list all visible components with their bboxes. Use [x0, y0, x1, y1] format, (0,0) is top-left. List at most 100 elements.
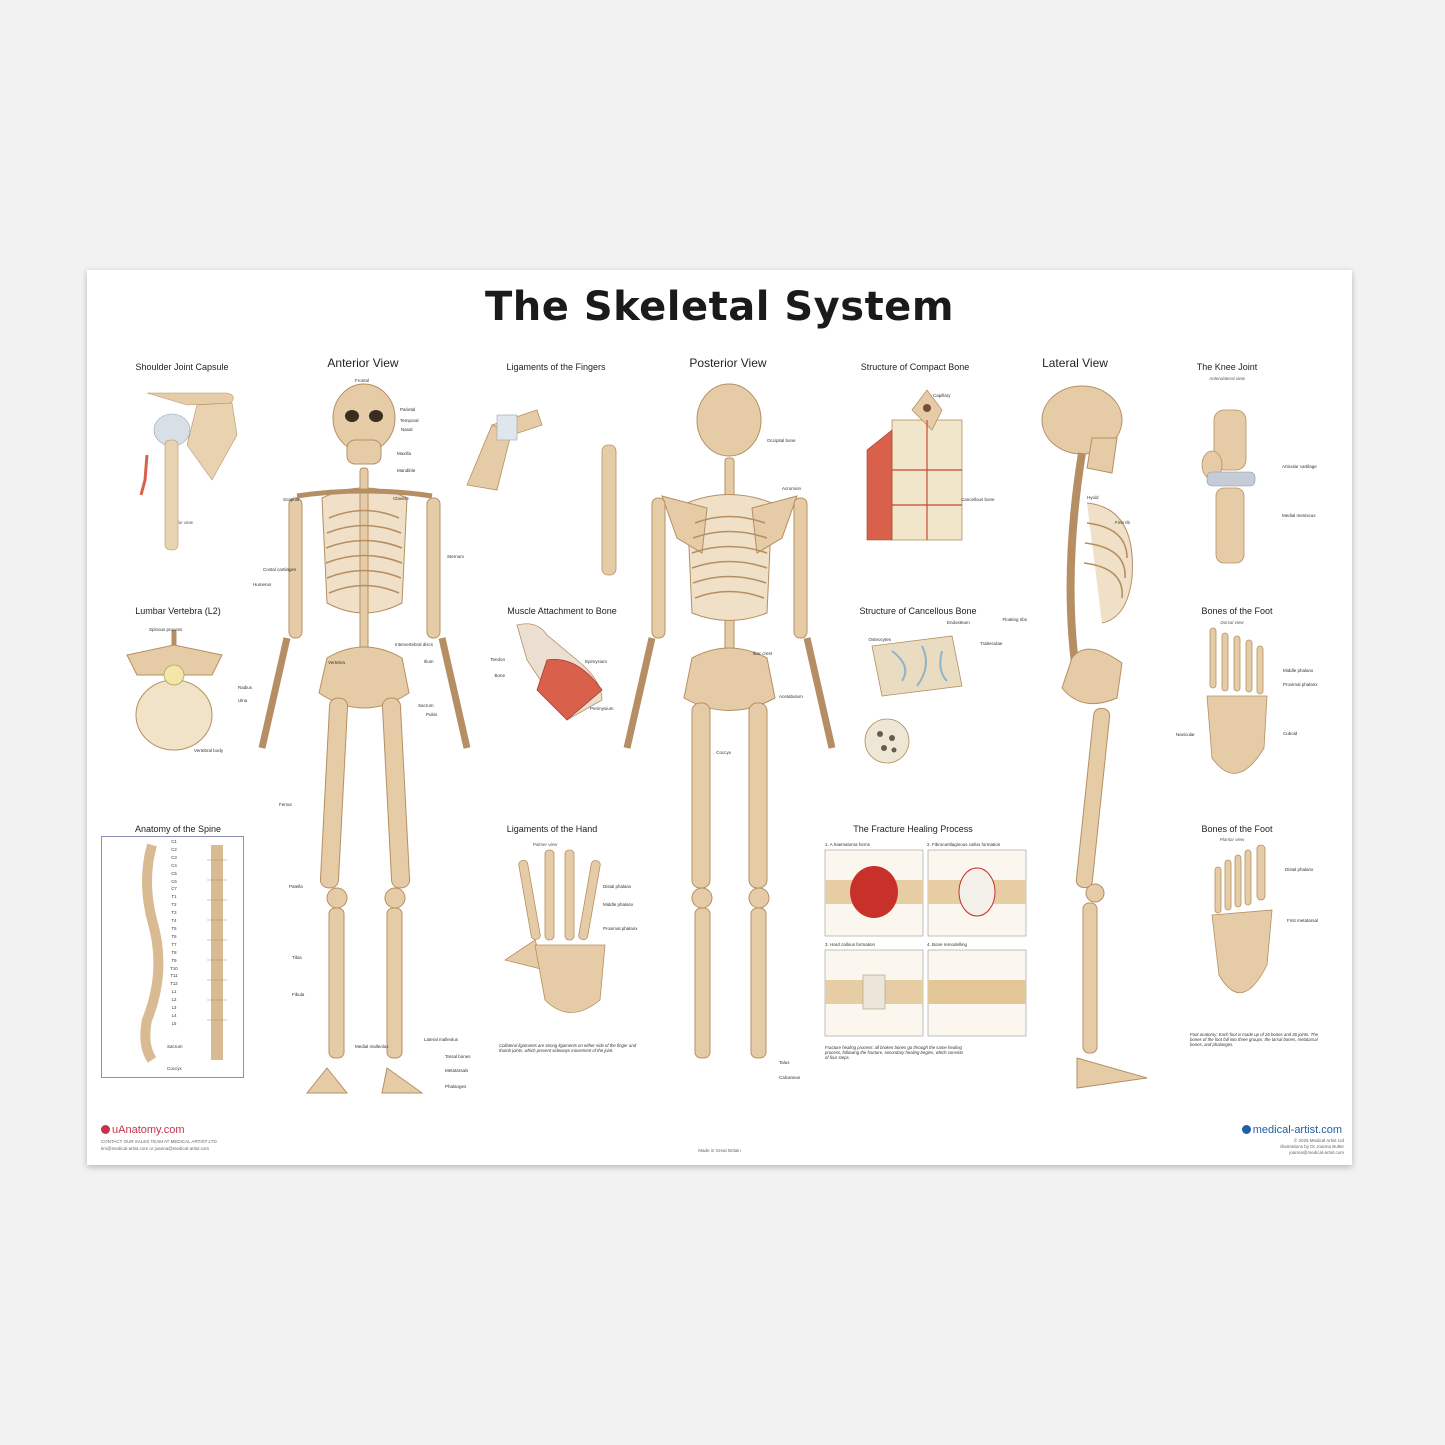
anterior-skeleton-illustration	[258, 383, 471, 1094]
panel-title-shoulder: Shoulder Joint Capsule	[135, 362, 229, 372]
label-humerus: Humerus	[253, 582, 272, 587]
label-talus: Talus	[779, 1060, 790, 1065]
label-maxilla: Maxilla	[397, 451, 412, 456]
spine-level: C6	[171, 878, 177, 884]
label-distal-phalanx-foot: Distal phalanx	[1285, 867, 1314, 872]
panel-title-lateral: Lateral View	[1042, 356, 1108, 370]
spine-level: T6	[171, 933, 177, 939]
panel-title-fracture: The Fracture Healing Process	[853, 824, 973, 834]
panel-title-foot-plantar: Bones of the Foot	[1201, 824, 1273, 834]
footer-right-line3: joanna@medical-artist.com	[1289, 1150, 1344, 1155]
foot-plantar-illustration	[1211, 844, 1273, 993]
label-clavicle: Clavicle	[393, 496, 409, 501]
spine-level: C1	[171, 839, 177, 844]
knee-joint-illustration	[1201, 409, 1256, 564]
spine-level: L5	[171, 1020, 177, 1026]
label-radius: Radius	[238, 685, 253, 690]
foot-dorsal-illustration	[1206, 627, 1268, 774]
panel-title-cancellous: Structure of Cancellous Bone	[859, 606, 977, 616]
spine-level: C3	[171, 854, 177, 860]
foot-dorsal-caption: Dorsal view	[1220, 620, 1244, 625]
panel-title-fingers: Ligaments of the Fingers	[506, 362, 606, 372]
label-cancellous-bone: Cancellous bone	[961, 497, 995, 502]
finger-ligaments-illustration	[466, 409, 617, 576]
label-spine-sacrum: Sacrum	[167, 1044, 183, 1049]
lateral-skeleton-illustration	[1041, 385, 1148, 1089]
hand-note: Collateral ligaments are strong ligament…	[499, 1043, 637, 1054]
label-pubis: Pubis	[426, 712, 438, 717]
poster-title: The Skeletal System	[485, 284, 954, 330]
spine-level: C7	[171, 886, 177, 892]
made-in-text: Made in Great Britain	[698, 1148, 741, 1153]
panel-title-compact-bone: Structure of Compact Bone	[860, 362, 970, 372]
label-medial-malleolus: Medial malleolus	[355, 1044, 389, 1049]
medical-artist-logo[interactable]: medical-artist.com	[1241, 1124, 1342, 1136]
label-proximal-phalanx: Proximal phalanx	[1283, 682, 1318, 687]
spine-level: T2	[171, 902, 177, 908]
label-hand-distal-phalanx: Distal phalanx	[603, 884, 632, 889]
uanatomy-logo[interactable]: uAnatomy.com	[101, 1124, 185, 1136]
label-floating-ribs: Floating ribs	[1002, 617, 1027, 622]
label-navicular: Navicular	[1176, 732, 1195, 737]
spine-level: T12	[170, 981, 178, 987]
label-ilium: Ilium	[424, 659, 434, 664]
label-lateral-malleolus: Lateral malleolus	[424, 1037, 459, 1042]
spine-level: T3	[171, 910, 177, 916]
label-nasal: Nasal	[401, 427, 413, 432]
label-coccyx: Coccyx	[716, 750, 731, 755]
spine-level: L2	[171, 997, 177, 1003]
cancellous-bone-illustration	[864, 635, 963, 764]
label-first-rib: First rib	[1115, 520, 1130, 525]
label-metatarsals: Metatarsals	[445, 1068, 469, 1073]
panel-title-spine: Anatomy of the Spine	[134, 824, 222, 834]
label-acromion: Acromion	[782, 486, 802, 491]
label-sternum: Sternum	[447, 554, 465, 559]
label-epimysium: Epimysium	[585, 659, 608, 664]
label-scapula: Scapula	[283, 497, 300, 502]
knee-view-caption: Anterolateral view	[1209, 376, 1245, 381]
hand-view-caption: Palmer view	[532, 842, 558, 847]
spine-level: C4	[171, 862, 177, 868]
panel-title-hand: Ligaments of the Hand	[506, 824, 598, 834]
lumbar-vertebra-illustration	[126, 630, 223, 751]
label-calcaneus: Calcaneus	[779, 1075, 801, 1080]
poster: The Skeletal System Shoulder Joint Capsu…	[87, 270, 1352, 1165]
fracture-step-1: 1. A haematoma forms	[825, 842, 871, 847]
spine-illustration	[140, 843, 227, 1063]
spine-level: C2	[171, 846, 177, 852]
label-articular-cartilage: Articular cartilage	[1282, 464, 1317, 469]
panel-title-anterior: Anterior View	[327, 356, 399, 370]
label-temporal: Temporal	[400, 418, 419, 423]
spine-level: T9	[171, 957, 177, 963]
label-hand-proximal-phalanx: Proximal phalanx	[603, 926, 638, 931]
label-femur: Femur	[279, 802, 293, 807]
panel-title-foot-dorsal: Bones of the Foot	[1201, 606, 1273, 616]
spine-level: L1	[171, 989, 177, 995]
label-endosteum: Endosteum	[947, 620, 970, 625]
fracture-note: Fracture healing process: all broken bon…	[825, 1045, 964, 1061]
uanatomy-logo-icon	[101, 1125, 110, 1134]
panel-title-lumbar: Lumbar Vertebra (L2)	[135, 606, 221, 616]
label-middle-phalanx: Middle phalanx	[1283, 668, 1314, 673]
footer-right-line1: © 2025 Medical Artist Ltd	[1293, 1138, 1344, 1143]
label-tarsal-bones: Tarsal bones	[445, 1054, 471, 1059]
label-occipital-bone: Occipital bone	[767, 438, 796, 443]
label-first-metatarsal: First metatarsal	[1287, 918, 1319, 923]
footer-left-line2: tim@medical-artist.com or joanna@medical…	[101, 1146, 210, 1151]
label-costal-cartilages: Costal cartilages	[263, 567, 297, 572]
fracture-healing-illustration	[824, 849, 1027, 1037]
label-phalanges: Phalanges	[445, 1084, 467, 1089]
spine-level: L4	[171, 1012, 177, 1018]
spine-level-list: C1 C2 C3 C4 C5 C6 C7 T1 T2 T3 T4 T5 T6 T…	[167, 838, 181, 1028]
label-vertebral-body: Vertebral body	[194, 748, 224, 753]
label-spinous-process: Spinous process	[149, 627, 183, 632]
hand-ligaments-illustration	[504, 849, 606, 1013]
label-cuboid: Cuboid	[1283, 731, 1298, 736]
label-frontal: Frontal	[355, 378, 370, 383]
footer-right-line2: Illustrations by Dr Joanna Butler	[1280, 1144, 1344, 1149]
spine-level: T7	[171, 941, 177, 947]
foot-note: Foot anatomy: Each foot is made up of 26…	[1190, 1032, 1319, 1048]
spine-level: T8	[171, 949, 177, 955]
spine-level: T4	[171, 918, 177, 924]
label-perimysium: Perimysium	[590, 706, 614, 711]
